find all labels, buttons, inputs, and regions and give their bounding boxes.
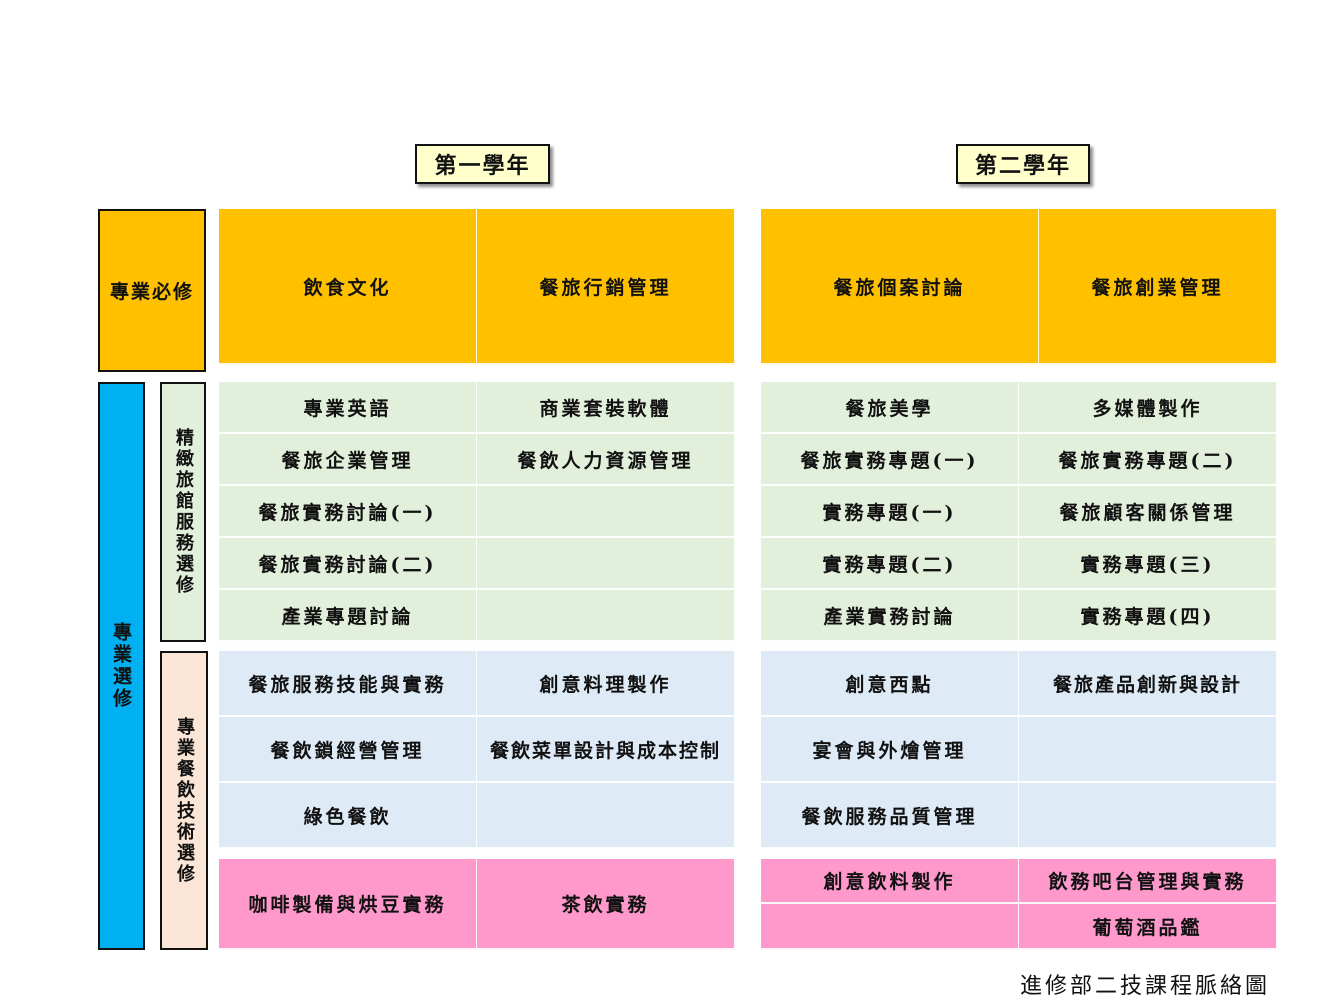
food-track-label: 專業餐飲技術選修 xyxy=(160,651,208,950)
course-cell: 專業英語 xyxy=(219,382,477,434)
course-cell: 宴會與外燴管理 xyxy=(761,717,1019,783)
course-cell: 葡萄酒品鑑 xyxy=(1019,904,1277,950)
course-cell: 創意西點 xyxy=(761,651,1019,717)
required-courses-year-2: 餐旅個案討論 餐旅創業管理 xyxy=(761,209,1277,365)
course-cell xyxy=(1019,783,1277,849)
required-category-label: 專業必修 xyxy=(98,209,206,372)
course-cell: 餐旅創業管理 xyxy=(1039,209,1277,365)
course-cell: 餐飲菜單設計與成本控制 xyxy=(477,717,735,783)
course-cell: 創意料理製作 xyxy=(477,651,735,717)
food-courses-year-2: 創意西點 餐旅產品創新與設計 宴會與外燴管理 餐飲服務品質管理 xyxy=(761,651,1277,849)
hotel-track-text: 精緻旅館服務選修 xyxy=(173,428,194,596)
elective-category-text: 專業選修 xyxy=(110,622,132,710)
course-cell: 產業專題討論 xyxy=(219,590,477,642)
course-cell: 餐旅實務專題(一) xyxy=(761,434,1019,486)
course-cell xyxy=(477,538,735,590)
course-cell: 產業實務討論 xyxy=(761,590,1019,642)
course-cell xyxy=(477,486,735,538)
course-cell: 飲務吧台管理與實務 xyxy=(1019,859,1277,904)
required-category-text: 專業必修 xyxy=(109,281,194,303)
beverage-courses-year-1: 咖啡製備與烘豆實務 茶飲實務 xyxy=(219,859,735,950)
course-cell: 餐飲鎖經營管理 xyxy=(219,717,477,783)
course-cell xyxy=(477,590,735,642)
course-cell: 餐旅產品創新與設計 xyxy=(1019,651,1277,717)
course-cell: 餐旅美學 xyxy=(761,382,1019,434)
course-cell: 實務專題(二) xyxy=(761,538,1019,590)
elective-category-label: 專業選修 xyxy=(98,382,145,950)
course-cell: 綠色餐飲 xyxy=(219,783,477,849)
course-cell: 餐飲服務品質管理 xyxy=(761,783,1019,849)
course-cell: 創意飲料製作 xyxy=(761,859,1019,904)
required-courses-year-1: 飲食文化 餐旅行銷管理 xyxy=(219,209,735,365)
course-cell: 實務專題(四) xyxy=(1019,590,1277,642)
course-cell: 餐旅行銷管理 xyxy=(477,209,735,365)
course-cell: 餐旅實務討論(一) xyxy=(219,486,477,538)
course-cell: 餐旅顧客關係管理 xyxy=(1019,486,1277,538)
course-cell: 餐旅企業管理 xyxy=(219,434,477,486)
course-cell: 咖啡製備與烘豆實務 xyxy=(219,859,477,950)
course-cell: 餐旅服務技能與實務 xyxy=(219,651,477,717)
course-cell: 飲食文化 xyxy=(219,209,477,365)
course-cell: 餐飲人力資源管理 xyxy=(477,434,735,486)
diagram-caption: 進修部二技課程脈絡圖 xyxy=(1020,974,1271,999)
course-cell xyxy=(1019,717,1277,783)
course-cell: 實務專題(一) xyxy=(761,486,1019,538)
beverage-courses-year-2: 創意飲料製作 飲務吧台管理與實務 葡萄酒品鑑 xyxy=(761,859,1277,950)
course-cell: 商業套裝軟體 xyxy=(477,382,735,434)
course-cell: 實務專題(三) xyxy=(1019,538,1277,590)
hotel-track-label: 精緻旅館服務選修 xyxy=(160,382,206,642)
food-track-text: 專業餐飲技術選修 xyxy=(174,716,195,885)
year-1-header: 第一學年 xyxy=(415,144,550,184)
year-2-header: 第二學年 xyxy=(956,144,1090,184)
course-cell xyxy=(477,783,735,849)
hotel-courses-year-2: 餐旅美學 多媒體製作 餐旅實務專題(一) 餐旅實務專題(二) 實務專題(一) 餐… xyxy=(761,382,1277,642)
course-cell xyxy=(761,904,1019,950)
course-cell: 多媒體製作 xyxy=(1019,382,1277,434)
food-courses-year-1: 餐旅服務技能與實務 創意料理製作 餐飲鎖經營管理 餐飲菜單設計與成本控制 綠色餐… xyxy=(219,651,735,849)
course-cell: 餐旅個案討論 xyxy=(761,209,1039,365)
course-cell: 茶飲實務 xyxy=(477,859,735,950)
hotel-courses-year-1: 專業英語 商業套裝軟體 餐旅企業管理 餐飲人力資源管理 餐旅實務討論(一) 餐旅… xyxy=(219,382,735,642)
course-cell: 餐旅實務專題(二) xyxy=(1019,434,1277,486)
course-cell: 餐旅實務討論(二) xyxy=(219,538,477,590)
